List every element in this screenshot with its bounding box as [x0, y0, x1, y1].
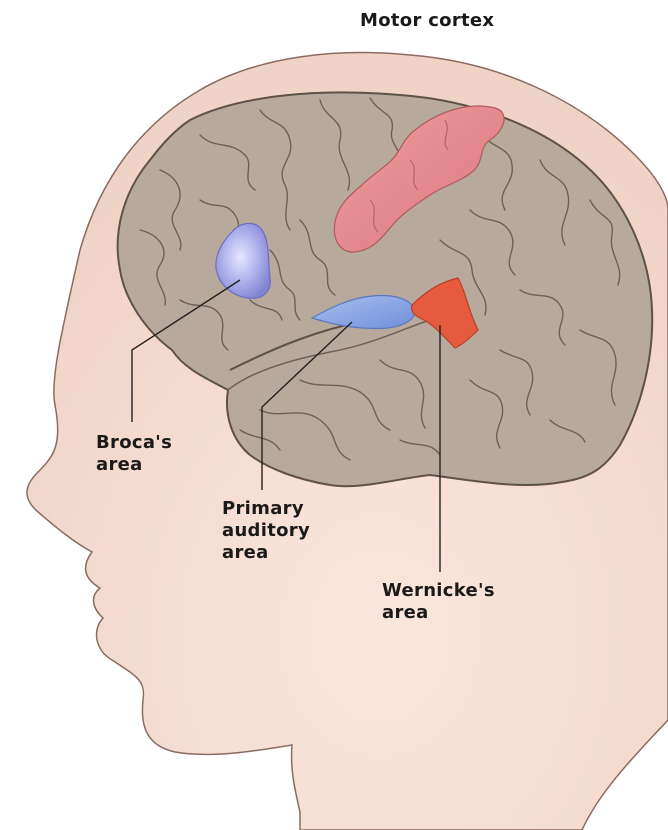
motor-cortex-label: Motor cortex: [360, 10, 494, 32]
broca-area-label: Broca's area: [96, 432, 172, 476]
broca-label-line-2: area: [96, 454, 172, 476]
auditory-label-line-3: area: [222, 542, 310, 564]
wernicke-area-label: Wernicke's area: [382, 580, 495, 624]
auditory-label-line-2: auditory: [222, 520, 310, 542]
auditory-label-line-1: Primary: [222, 498, 310, 520]
wernicke-label-line-1: Wernicke's: [382, 580, 495, 602]
wernicke-label-line-2: area: [382, 602, 495, 624]
broca-label-line-1: Broca's: [96, 432, 172, 454]
primary-auditory-area-label: Primary auditory area: [222, 498, 310, 564]
motor-cortex-label-line-1: Motor cortex: [360, 10, 494, 32]
